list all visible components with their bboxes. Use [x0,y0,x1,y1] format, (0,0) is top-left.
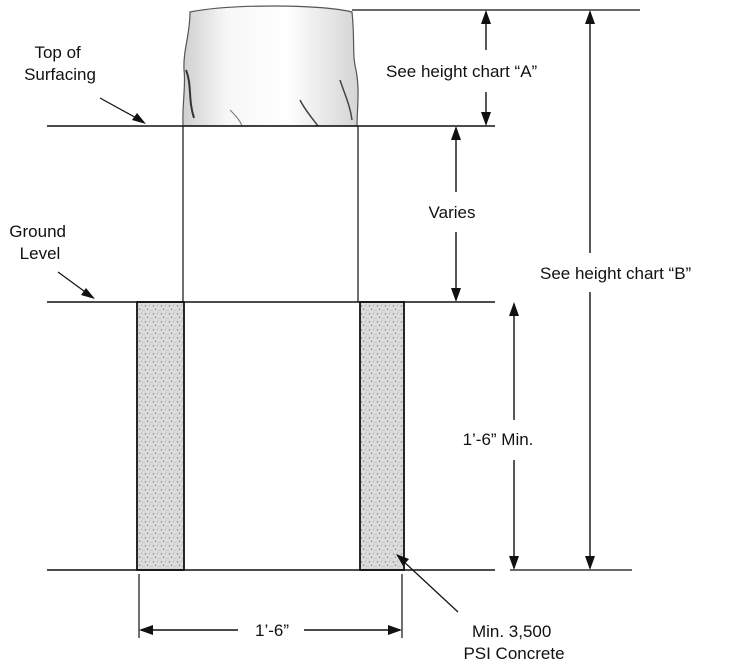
concrete-footing-right [359,301,405,571]
dimension-varies [451,126,461,302]
label-height-chart-b: See height chart “B” [540,264,692,283]
label-top-of-surfacing: Top of Surfacing [24,43,96,84]
label-ground-level: Ground Level [9,222,70,263]
dimension-width [138,574,403,638]
post-top [182,5,359,127]
label-depth-min: 1’-6” Min. [463,430,534,449]
dimension-height-b [585,10,595,570]
label-width: 1’-6” [255,621,289,640]
leader-ground-level [57,271,95,299]
label-height-chart-a: See height chart “A” [386,62,538,81]
leader-top-of-surfacing [99,97,146,124]
dimension-depth [509,302,519,570]
label-concrete: Min. 3,500 PSI Concrete [463,622,564,663]
label-varies: Varies [429,203,476,222]
leader-concrete [396,554,459,613]
concrete-footing-left [136,301,185,571]
dimension-height-a [481,10,491,126]
